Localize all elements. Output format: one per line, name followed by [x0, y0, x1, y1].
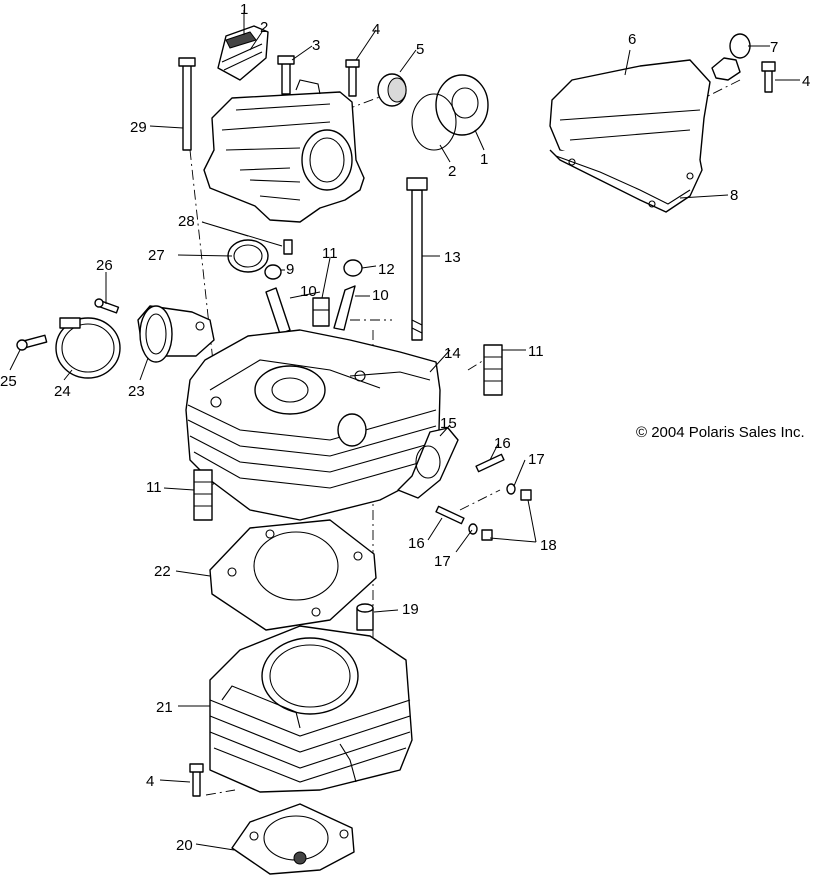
- cylinder-head: [185, 329, 441, 521]
- head-gasket: [209, 519, 377, 631]
- callout-label: 1: [240, 1, 248, 18]
- long-stud: [178, 57, 196, 151]
- valve-seal: [264, 264, 282, 280]
- callout-label: 9: [286, 261, 294, 278]
- long-rod: [406, 177, 428, 341]
- callout-labels: 1 2 3 4 5 1 2 29 6 7 4 8 28 27 9 11 12 1…: [0, 1, 810, 854]
- valve-guides: [265, 285, 356, 335]
- screw-25: [16, 334, 48, 351]
- rocker-housing: [203, 79, 365, 223]
- dowel-pin: [283, 239, 293, 255]
- base-gasket: [231, 803, 355, 875]
- callout-label: 10: [372, 287, 389, 304]
- callout-label: 29: [130, 119, 147, 136]
- valve-cover: [549, 59, 711, 213]
- callout-label: 7: [770, 39, 778, 56]
- clamp: [55, 317, 121, 379]
- callout-label: 25: [0, 373, 17, 390]
- leader-lines: [9, 10, 800, 851]
- callout-label: 6: [628, 31, 636, 48]
- round-plug: [227, 239, 269, 273]
- fin-block-top: [312, 297, 330, 327]
- exhaust-gasket: [397, 427, 459, 499]
- callout-label: 16: [408, 535, 425, 552]
- callout-label: 23: [128, 383, 145, 400]
- callout-label: 16: [494, 435, 511, 452]
- fin-block-left: [193, 469, 213, 521]
- round-cap: [411, 74, 489, 151]
- bolt-right: [761, 61, 776, 93]
- exhaust-studs: [435, 453, 532, 541]
- bolts-top: [277, 55, 360, 97]
- callout-label: 21: [156, 699, 173, 716]
- cover-plate-top: [217, 25, 269, 81]
- cylinder: [209, 625, 413, 793]
- callout-label: 14: [444, 345, 461, 362]
- screw-26: [94, 298, 120, 314]
- callout-label: 12: [378, 261, 395, 278]
- callout-label: 4: [802, 73, 810, 90]
- bolt-lower: [189, 763, 204, 797]
- callout-label: 28: [178, 213, 195, 230]
- cap-plug: [377, 73, 407, 107]
- callout-label: 18: [540, 537, 557, 554]
- callout-label: 20: [176, 837, 193, 854]
- callout-label: 17: [434, 553, 451, 570]
- dowel-19: [356, 603, 374, 631]
- callout-label: 5: [416, 41, 424, 58]
- callout-label: 3: [312, 37, 320, 54]
- callout-label: 24: [54, 383, 71, 400]
- copyright-text: © 2004 Polaris Sales Inc.: [636, 424, 805, 441]
- callout-label: 22: [154, 563, 171, 580]
- valve-seal-2: [343, 259, 363, 277]
- callout-label: 1: [480, 151, 488, 168]
- callout-label: 4: [146, 773, 154, 790]
- callout-label: 11: [146, 479, 162, 496]
- callout-label: 11: [322, 245, 338, 262]
- intake-boot: [137, 305, 215, 363]
- callout-label: 10: [300, 283, 317, 300]
- callout-label: 8: [730, 187, 738, 204]
- callout-label: 17: [528, 451, 545, 468]
- callout-label: 2: [260, 19, 268, 36]
- fin-block-right: [483, 344, 503, 396]
- elbow-fitting: [711, 33, 751, 81]
- callout-label: 4: [372, 21, 380, 38]
- callout-label: 15: [440, 415, 457, 432]
- callout-label: 19: [402, 601, 419, 618]
- callout-label: 13: [444, 249, 461, 266]
- callout-label: 2: [448, 163, 456, 180]
- callout-label: 11: [528, 343, 544, 360]
- callout-label: 27: [148, 247, 165, 264]
- callout-label: 26: [96, 257, 113, 274]
